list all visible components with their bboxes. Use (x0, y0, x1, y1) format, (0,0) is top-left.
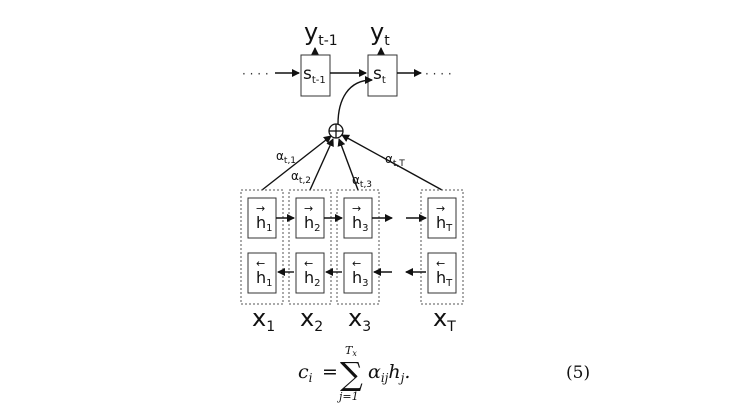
forward-state-label-1: h1 (256, 213, 273, 234)
backward-state-arrow-T: ← (436, 257, 445, 270)
equation-term: αijhj. (368, 361, 410, 385)
backward-state-box-2 (295, 252, 325, 294)
encoder-column-3 (336, 189, 380, 305)
encoder-column-1 (240, 189, 284, 305)
decoder-state-label-t: st (373, 64, 386, 86)
input-label-2: x2 (300, 304, 323, 335)
attention-weight-label-1: αt,1 (276, 149, 296, 166)
forward-state-arrow-T: → (436, 202, 445, 215)
attention-arrow-3 (337, 138, 359, 191)
arrow-combiner-to-s-t (337, 76, 373, 125)
attention-weight-label-2: αt,2 (291, 169, 311, 186)
output-label-y-t: yt (370, 18, 390, 49)
backward-state-arrow-2: ← (304, 257, 313, 270)
attention-weight-label-3: αt,3 (352, 173, 372, 190)
forward-state-arrow-2: → (304, 202, 313, 215)
forward-state-label-2: h2 (304, 213, 321, 234)
backward-state-box-3 (343, 252, 373, 294)
decoder-state-box-t (367, 54, 398, 97)
forward-state-arrow-3: → (352, 202, 361, 215)
input-label-3: x3 (348, 304, 371, 335)
equation-lhs: ci (298, 361, 313, 385)
forward-state-arrow-1: → (256, 202, 265, 215)
forward-state-label-3: h3 (352, 213, 369, 234)
forward-state-label-T: hT (436, 213, 453, 234)
forward-state-box-1 (247, 197, 277, 239)
decoder-state-label-prev: st-1 (303, 64, 326, 86)
equation-number: (5) (566, 363, 590, 383)
forward-state-box-T (427, 197, 457, 239)
encoder-column-2 (288, 189, 332, 305)
input-label-T: xT (433, 304, 456, 335)
combiner-sum-node (328, 123, 344, 139)
backward-state-arrow-1: ← (256, 257, 265, 270)
backward-state-box-T (427, 252, 457, 294)
backward-state-label-1: h1 (256, 268, 273, 289)
equation-sum-symbol: ∑ (340, 355, 363, 393)
encoder-column-T (420, 189, 464, 305)
equation-lower-limit: j=1 (336, 390, 359, 403)
backward-state-label-2: h2 (304, 268, 321, 289)
decoder-state-box-prev (300, 54, 331, 97)
decoder-ellipsis-right: · · · · (425, 67, 452, 81)
backward-state-box-1 (247, 252, 277, 294)
backward-state-arrow-3: ← (352, 257, 361, 270)
attention-arrow-T (341, 134, 443, 191)
attention-arrow-1 (261, 135, 332, 191)
attention-weight-label-T: αt,T (385, 152, 405, 169)
output-label-y-prev: yt-1 (304, 18, 338, 49)
input-label-1: x1 (252, 304, 275, 335)
backward-state-label-T: hT (436, 268, 453, 289)
equation-5: ci = Tx ∑ j=1 αijhj. (5) (298, 344, 590, 403)
attention-arrow-2 (309, 138, 334, 191)
equation-equals: = (322, 361, 338, 383)
decoder-ellipsis-left: · · · · (242, 67, 269, 81)
backward-state-label-3: h3 (352, 268, 369, 289)
equation-upper-limit: Tx (345, 344, 357, 358)
